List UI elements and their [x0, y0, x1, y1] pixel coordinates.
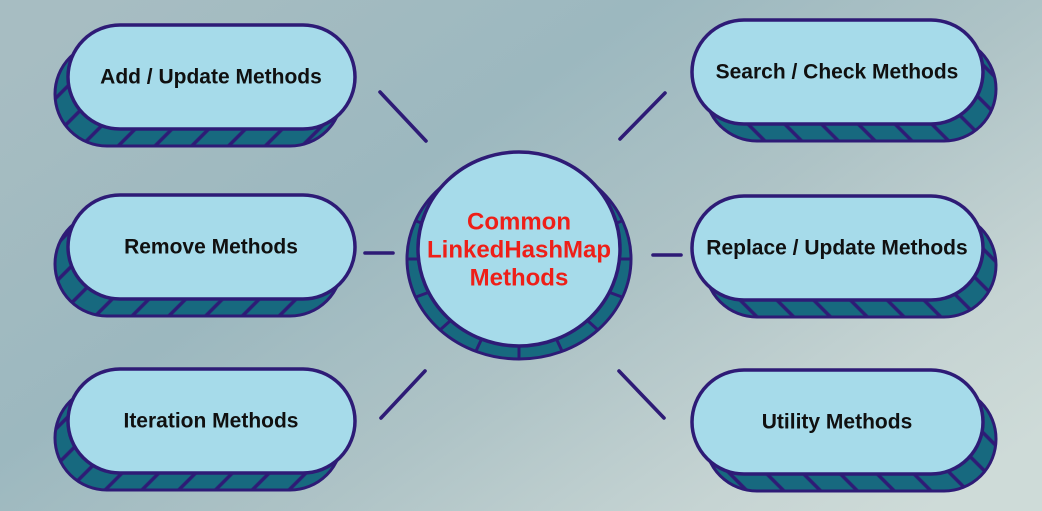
node-add-update-label: Add / Update Methods	[100, 66, 322, 89]
connectors	[363, 90, 683, 420]
node-search-check-label: Search / Check Methods	[716, 61, 959, 84]
center-node: Common LinkedHashMap Methods	[405, 150, 633, 361]
node-replace-update-face	[690, 194, 985, 302]
connector-search-check	[618, 91, 667, 141]
center-node-label-line2: LinkedHashMap	[427, 237, 611, 264]
connector-utility	[617, 369, 666, 420]
center-node-face	[416, 150, 622, 348]
node-add-update-methods: Add / Update Methods	[53, 23, 357, 148]
node-search-check-face	[690, 18, 985, 126]
node-iteration-label: Iteration Methods	[123, 410, 298, 433]
node-remove-label: Remove Methods	[124, 236, 298, 259]
node-replace-update-label: Replace / Update Methods	[706, 237, 967, 260]
connector-iteration	[379, 369, 427, 420]
node-add-update-face	[66, 23, 357, 131]
connector-add-update	[378, 90, 428, 143]
node-utility-label: Utility Methods	[762, 411, 913, 434]
node-search-check-methods: Search / Check Methods	[690, 18, 998, 143]
node-utility-face	[690, 368, 985, 476]
node-utility-methods: Utility Methods	[690, 368, 998, 493]
center-node-label-line3: Methods	[470, 265, 569, 292]
node-remove-methods: Remove Methods	[53, 193, 357, 318]
node-remove-face	[66, 193, 357, 301]
node-replace-update-methods: Replace / Update Methods	[690, 194, 998, 319]
node-iteration-methods: Iteration Methods	[53, 367, 357, 492]
center-node-label-line1: Common	[467, 209, 571, 236]
node-iteration-face	[66, 367, 357, 475]
